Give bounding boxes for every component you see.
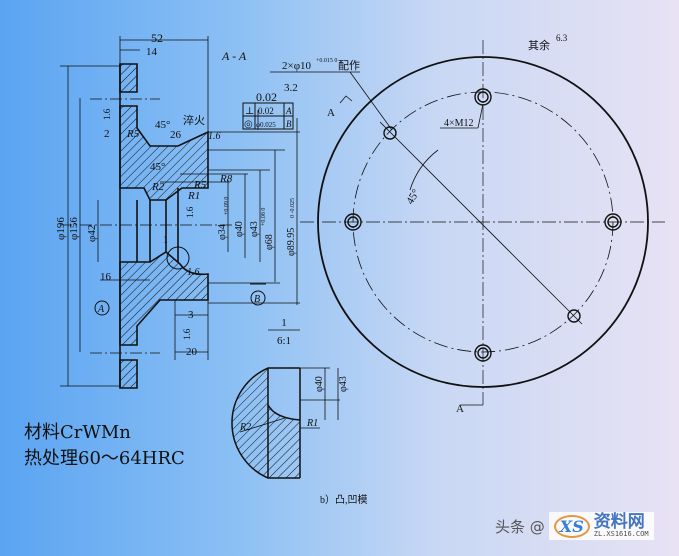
- gdt-perp-symbol: ⊥: [245, 106, 254, 117]
- gdt-top-value: 0.02: [256, 90, 277, 104]
- watermark-logo-box: XS 资料网 ZL.XS1616.COM: [548, 512, 654, 540]
- roughness-5: 1.6: [182, 328, 192, 340]
- section-view-labels: 52 14 A - A φ196 φ156 φ42 φ34 +0.09 0 φ4…: [55, 31, 297, 358]
- dim-52: 52: [151, 31, 163, 45]
- end-view-labels: 2×φ10 +0.015 0 配作 3.2 4×M12 45° A A 其余 6…: [282, 33, 568, 415]
- dim-r5-b: R5: [193, 179, 207, 191]
- roughness-4: 1.6: [187, 267, 200, 278]
- pin-roughness: 3.2: [284, 82, 298, 94]
- heat-treatment-note: 热处理60～64HRC: [24, 448, 185, 469]
- watermark-site: 资料网: [593, 512, 645, 532]
- detail-r1: R1: [306, 418, 318, 429]
- dim-26: 26: [170, 129, 182, 141]
- watermark: 头条 @ XS 资料网 ZL.XS1616.COM: [495, 512, 654, 540]
- dim-43: φ43: [249, 221, 260, 237]
- angle-45: 45°: [404, 187, 422, 206]
- dim-42: φ42: [86, 225, 98, 242]
- dim-34: φ34: [217, 224, 228, 240]
- dim-3: 3: [188, 309, 194, 321]
- dim-89-tol: 0 -0.025: [290, 198, 296, 218]
- datum-a: A: [97, 304, 105, 315]
- other-roughness-label: 其余: [528, 38, 550, 52]
- roughness-1: 1.6: [102, 108, 112, 120]
- gdt-conc-symbol: ◎: [244, 119, 253, 130]
- dim-68-tol: +0.08 0: [261, 208, 267, 226]
- gdt-perp-datum: A: [285, 106, 292, 116]
- detail-d43: φ43: [338, 376, 349, 392]
- detail-label: 1: [281, 317, 287, 329]
- detail-view: [231, 329, 340, 479]
- dim-34-tol: +0.09 0: [224, 197, 230, 215]
- detail-ref: 1: [163, 235, 168, 246]
- gdt-conc-value: φ0.025: [256, 121, 276, 129]
- section-mark-bottom: A: [456, 403, 464, 415]
- dim-156: φ156: [68, 217, 80, 240]
- dim-r2: R2: [151, 181, 165, 193]
- gdt-perp-value: 0.02: [258, 106, 274, 116]
- dim-68: φ68: [264, 234, 275, 250]
- roughness-2: 1.6: [208, 131, 221, 142]
- end-view: [270, 40, 665, 406]
- dim-14: 14: [146, 46, 158, 58]
- gdt-conc-datum: B: [286, 119, 292, 129]
- detail-r2: R2: [239, 422, 251, 433]
- detail-scale: 6:1: [277, 335, 291, 347]
- roughness-3: 1.6: [185, 206, 195, 218]
- quench-label: 淬火: [183, 113, 205, 127]
- pin-holes-tolerance: +0.015 0: [316, 58, 337, 64]
- section-view: [60, 36, 300, 389]
- watermark-prefix: 头条 @: [495, 517, 545, 536]
- detail-d40: φ40: [314, 376, 325, 392]
- material-note: 材料CrWMn: [24, 422, 131, 443]
- threads-label: 4×M12: [444, 118, 474, 129]
- dim-196: φ196: [55, 217, 67, 240]
- dim-89: φ89.95: [286, 228, 297, 256]
- dim-r5-a: R5: [126, 128, 140, 140]
- caption: b）凸,凹模: [320, 494, 368, 506]
- pin-holes-note: 配作: [338, 59, 360, 72]
- angle-45-b: 45°: [150, 161, 165, 173]
- dim-chamfer-2: 2: [104, 128, 110, 140]
- section-mark-top: A: [327, 107, 335, 119]
- angle-45-a: 45°: [155, 119, 170, 131]
- dim-r8: R8: [219, 173, 233, 185]
- dim-16: 16: [100, 271, 112, 283]
- watermark-logo: XS: [553, 514, 590, 538]
- section-title: A - A: [221, 49, 247, 63]
- other-roughness-value: 6.3: [556, 33, 568, 43]
- datum-b: B: [254, 294, 260, 305]
- dim-r1: R1: [187, 190, 200, 202]
- watermark-url: ZL.XS1616.COM: [593, 530, 649, 538]
- detail-view-labels: 1 6:1 φ40 φ43 R2 R1 b）凸,凹模: [239, 317, 368, 506]
- dim-20: 20: [186, 346, 198, 358]
- dim-40: φ40: [234, 221, 245, 237]
- pin-holes-label: 2×φ10: [282, 60, 312, 72]
